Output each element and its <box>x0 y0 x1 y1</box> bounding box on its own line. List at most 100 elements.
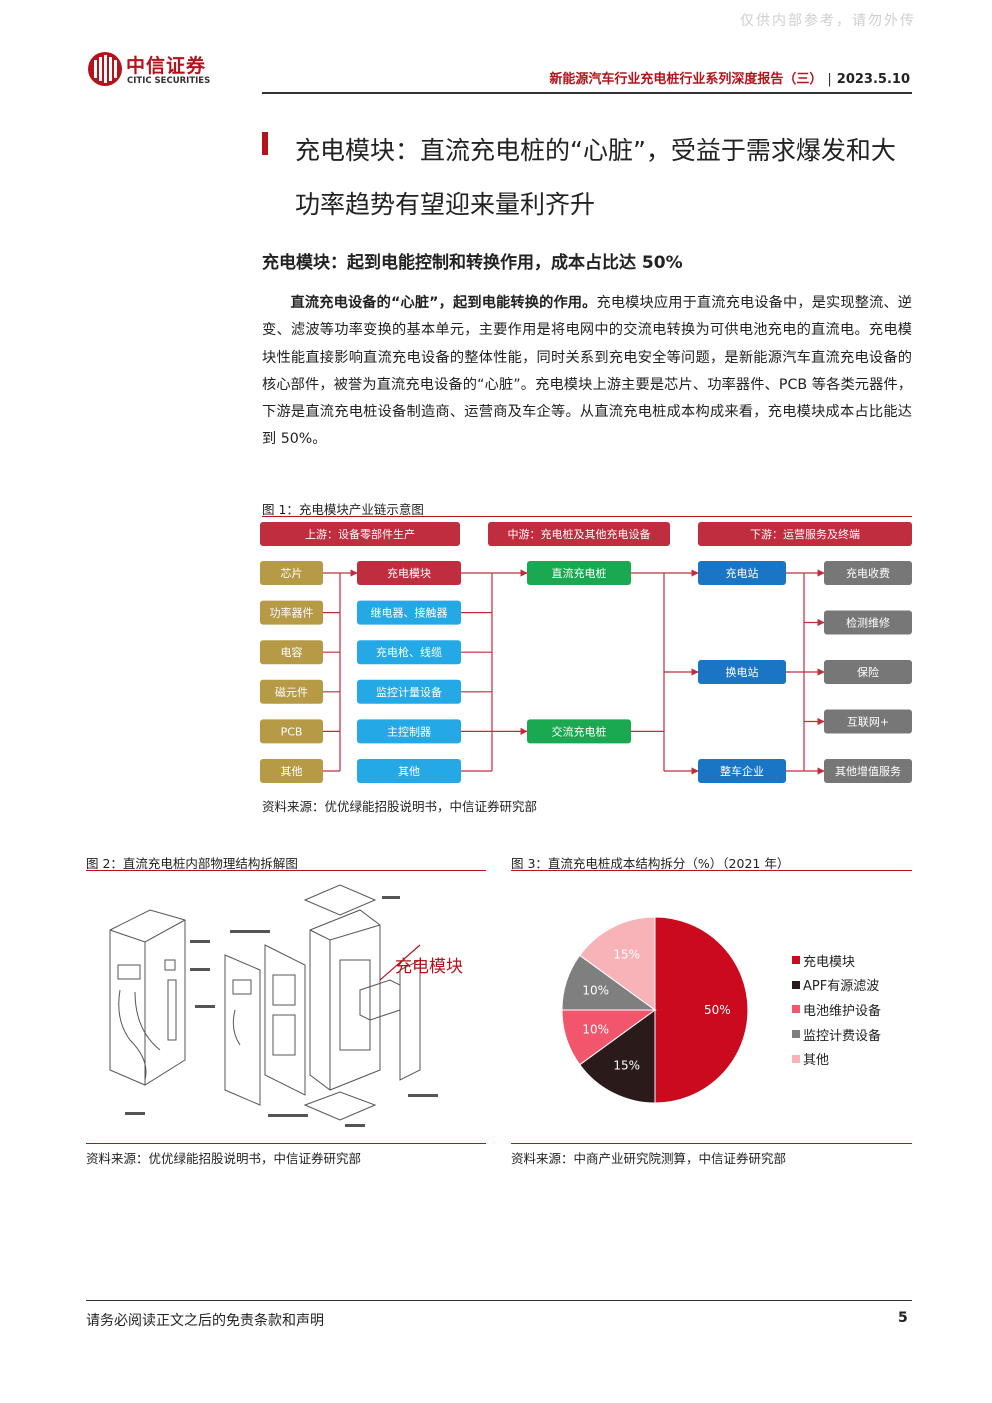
pile-box-1-label: 交流充电桩 <box>552 724 607 738</box>
fig3-source: 资料来源：中商产业研究院测算，中信证券研究部 <box>511 1151 787 1166</box>
material-box-5-label: 其他 <box>281 765 303 778</box>
component-box-4 <box>357 719 461 744</box>
legend-item-0: 充电模块 <box>792 948 881 973</box>
pie-data-label-4: 15% <box>613 947 640 961</box>
component-box-0-label: 充电模块 <box>387 566 431 580</box>
fig3-rule <box>511 870 912 871</box>
service-box-0 <box>824 561 912 585</box>
header-rule <box>262 92 912 94</box>
material-box-3 <box>260 679 323 704</box>
station-box-0 <box>698 561 786 585</box>
pie-slice-0 <box>654 916 749 1104</box>
component-box-0 <box>357 561 461 585</box>
report-date: 2023.5.10 <box>836 72 910 87</box>
material-box-4 <box>260 719 323 744</box>
material-box-1-label: 功率器件 <box>270 606 314 620</box>
paragraph-lead: 直流充电设备的“心脏”，起到电能转换的作用。 <box>290 295 597 311</box>
component-box-3-label: 监控计量设备 <box>376 685 442 699</box>
service-box-4-label: 其他增值服务 <box>835 764 901 778</box>
fig2-rule <box>86 870 486 871</box>
section-subtitle: 充电模块：起到电能控制和转换作用，成本占比达 50% <box>262 253 683 273</box>
service-box-3 <box>824 709 912 734</box>
legend-label: APF有源滤波 <box>803 979 880 995</box>
pie-slice-4 <box>579 916 656 1011</box>
station-box-2 <box>698 759 786 783</box>
legend-label: 其他 <box>803 1053 830 1069</box>
component-box-5-label: 其他 <box>398 765 420 778</box>
fig2-bottom-rule <box>86 1143 486 1144</box>
legend-item-3: 监控计费设备 <box>792 1022 881 1047</box>
pie-data-label-3: 10% <box>582 984 609 998</box>
brand-name-en: CITIC SECURITIES <box>127 76 211 86</box>
watermark-text: 仅供内部参考，请勿外传 <box>740 13 916 29</box>
legend-swatch <box>792 1005 800 1014</box>
component-box-3 <box>357 679 461 704</box>
legend-label: 电池维护设备 <box>803 1003 882 1019</box>
fig1-title: 图 1：充电模块产业链示意图 <box>262 502 424 517</box>
material-box-3-label: 磁元件 <box>275 686 308 699</box>
legend-label: 充电模块 <box>803 954 856 970</box>
service-box-2-label: 保险 <box>857 665 879 679</box>
chain-header-2 <box>698 522 912 546</box>
pile-box-0-label: 直流充电桩 <box>552 566 607 580</box>
pie-data-label-1: 15% <box>613 1059 640 1073</box>
pie-data-label-2: 10% <box>582 1022 609 1036</box>
material-box-1 <box>260 600 323 625</box>
station-box-1 <box>698 660 786 684</box>
fig3-title: 图 3：直流充电桩成本结构拆分（%）（2021 年） <box>511 856 790 871</box>
material-box-2-label: 电容 <box>281 645 303 659</box>
fig2-source: 资料来源：优优绿能招股说明书，中信证券研究部 <box>86 1151 362 1166</box>
brand-name-cn: 中信证券 <box>126 55 207 77</box>
service-box-1-label: 检测维修 <box>846 616 890 630</box>
service-box-0-label: 充电收费 <box>846 566 890 580</box>
pile-box-0 <box>527 561 631 585</box>
pie-slice-1 <box>579 1009 656 1104</box>
charging-module-callout: 充电模块 <box>395 957 463 977</box>
service-box-2 <box>824 660 912 684</box>
legend-swatch <box>792 1030 800 1039</box>
station-box-0-label: 充电站 <box>726 566 759 580</box>
footer-rule <box>86 1300 912 1301</box>
fig1-rule <box>262 516 912 517</box>
component-box-5 <box>357 759 461 783</box>
legend-swatch <box>792 956 800 965</box>
charger-structure-illustration: 充电模块 <box>109 884 463 1127</box>
service-box-1 <box>824 610 912 635</box>
body-paragraph: 直流充电设备的“心脏”，起到电能转换的作用。充电模块应用于直流充电设备中，是实现… <box>262 290 912 454</box>
pie-data-label-0: 50% <box>704 1003 731 1017</box>
citic-logo-icon <box>88 52 122 86</box>
material-box-5 <box>260 759 323 783</box>
pile-box-1 <box>527 719 631 744</box>
material-box-4-label: PCB <box>281 725 303 738</box>
material-box-0 <box>260 561 323 585</box>
report-title-text: 新能源汽车行业充电桩行业系列深度报告（三） <box>549 72 823 87</box>
fig1-source: 资料来源：优优绿能招股说明书，中信证券研究部 <box>262 799 538 814</box>
chain-header-1-label: 中游：充电桩及其他充电设备 <box>508 527 651 541</box>
paragraph-body: 充电模块应用于直流充电设备中，是实现整流、逆变、滤波等功率变换的基本单元，主要作… <box>262 295 912 448</box>
legend-swatch <box>792 1054 800 1063</box>
component-box-1-label: 继电器、接触器 <box>371 606 448 620</box>
service-box-3-label: 互联网+ <box>847 716 889 729</box>
industry-chain-diagram: 上游：设备零部件生产 中游：充电桩及其他充电设备 下游：运营服务及终端芯片功率器件电… <box>260 522 912 783</box>
legend-item-1: APF有源滤波 <box>792 973 881 998</box>
station-box-2-label: 整车企业 <box>720 764 764 778</box>
component-box-4-label: 主控制器 <box>387 724 431 738</box>
legend-item-4: 其他 <box>792 1046 881 1071</box>
legend-label: 监控计费设备 <box>803 1028 882 1044</box>
chain-header-2-label: 下游：运营服务及终端 <box>750 527 860 541</box>
chain-header-1 <box>488 522 670 546</box>
material-box-2 <box>260 640 323 665</box>
component-box-2-label: 充电枪、线缆 <box>376 645 442 659</box>
footer-disclaimer: 请务必阅读正文之后的免责条款和声明 <box>86 1313 324 1329</box>
chain-header-0 <box>260 522 460 546</box>
material-box-0-label: 芯片 <box>281 566 303 580</box>
page-number: 5 <box>898 1310 908 1326</box>
fig2-title: 图 2：直流充电桩内部物理结构拆解图 <box>86 856 298 871</box>
component-box-1 <box>357 600 461 625</box>
chain-header-0-label: 上游：设备零部件生产 <box>305 527 415 541</box>
section-marker <box>262 132 268 155</box>
station-box-1-label: 换电站 <box>726 665 759 679</box>
report-title: 新能源汽车行业充电桩行业系列深度报告（三） | 2023.5.10 <box>549 68 910 87</box>
title-separator: | <box>827 72 832 87</box>
component-box-2 <box>357 640 461 665</box>
